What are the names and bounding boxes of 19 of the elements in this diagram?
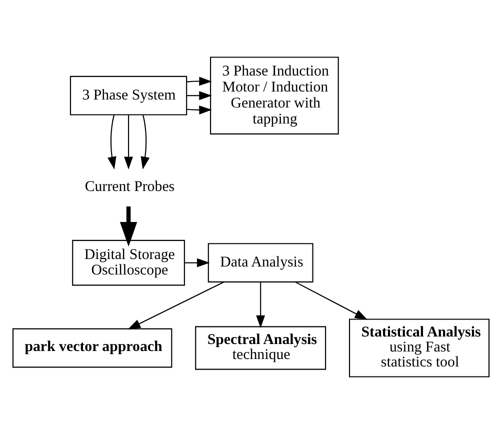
node-text: Current Probes bbox=[84, 179, 175, 196]
node-box: Digital Storage Oscilloscope bbox=[72, 240, 185, 286]
arrow bbox=[108, 115, 116, 170]
node-box: Data Analysis bbox=[208, 243, 314, 282]
arrow bbox=[140, 115, 150, 170]
node-box: Spectral Analysis technique bbox=[195, 326, 326, 370]
arrow bbox=[186, 91, 212, 100]
node-box: 3 Phase Induction Motor / Induction Generator with tapping bbox=[210, 56, 339, 134]
arrow bbox=[184, 258, 210, 268]
arrow bbox=[186, 106, 212, 114]
arrow bbox=[120, 206, 138, 247]
node-box: 3 Phase System bbox=[70, 76, 188, 116]
node-box: Statistical Analysis using Fast statistics tool bbox=[348, 318, 490, 378]
arrow bbox=[128, 282, 224, 330]
arrow bbox=[186, 76, 212, 86]
arrow bbox=[256, 282, 266, 328]
node-box: park vector approach bbox=[12, 328, 172, 368]
arrow bbox=[295, 282, 368, 320]
arrow bbox=[124, 115, 134, 170]
